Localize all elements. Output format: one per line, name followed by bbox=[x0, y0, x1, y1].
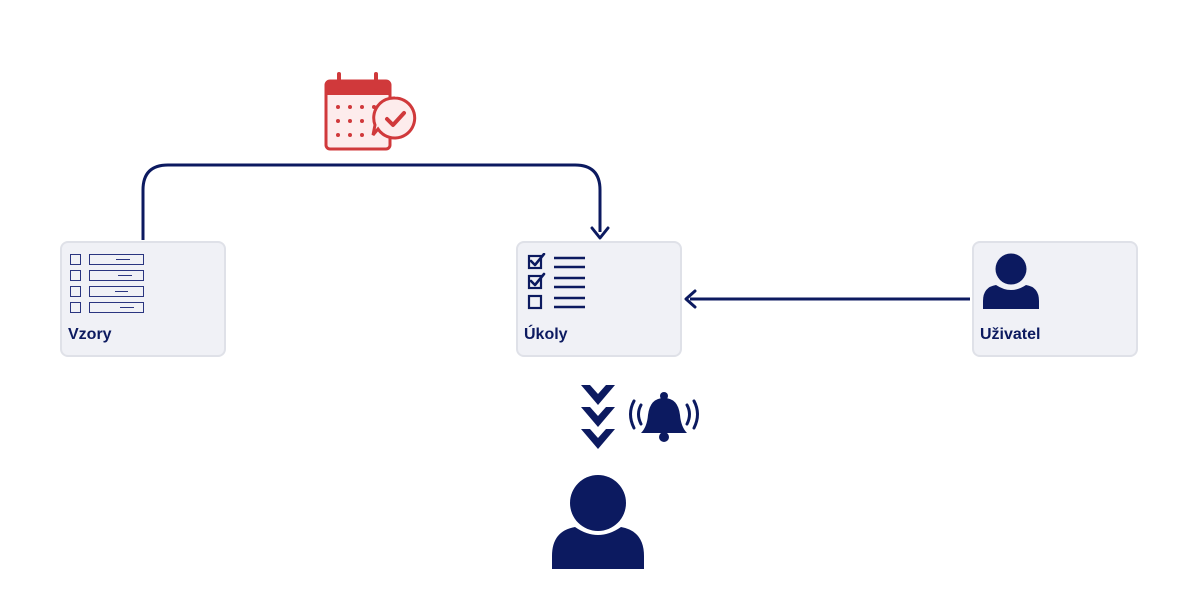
node-ukoly[interactable]: Úkoly bbox=[516, 241, 682, 357]
task-checklist-icon bbox=[527, 253, 585, 310]
template-list-icon bbox=[70, 254, 144, 313]
user-icon bbox=[983, 253, 1039, 309]
node-label-uzivatel: Uživatel bbox=[980, 326, 1041, 343]
node-label-vzory: Vzory bbox=[68, 326, 112, 343]
arrowhead-ukoly-top bbox=[590, 226, 610, 240]
node-vzory[interactable]: Vzory bbox=[60, 241, 226, 357]
node-uzivatel[interactable]: Uživatel bbox=[972, 241, 1138, 357]
connector-vzory-to-ukoly bbox=[141, 163, 602, 240]
node-label-ukoly: Úkoly bbox=[524, 326, 568, 343]
arrowhead-ukoly-right bbox=[684, 289, 697, 309]
